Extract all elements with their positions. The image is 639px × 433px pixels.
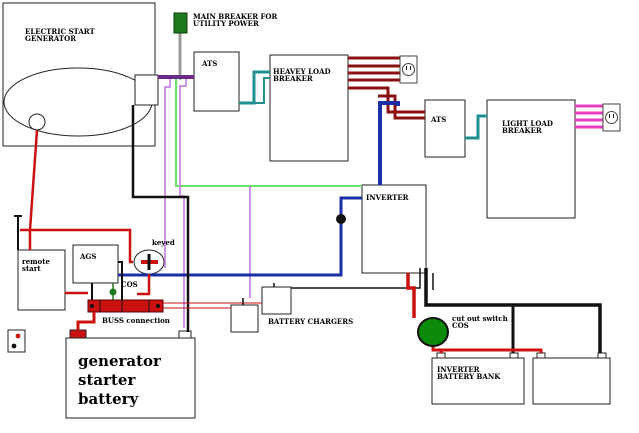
- violet-wire-3: [179, 77, 187, 328]
- outlet-face-icon: [605, 111, 618, 124]
- battery-charger-1: [230, 304, 259, 333]
- keyed-label: keyed: [152, 238, 175, 247]
- cos-label: COS: [121, 280, 138, 289]
- red-wire-gen-start: [28, 129, 39, 250]
- generator-housing: [2, 2, 156, 147]
- light-load-breaker-box: [486, 99, 576, 219]
- cut-out-switch-label: cut out switch COS: [452, 314, 508, 331]
- ats-1-box: [193, 51, 240, 112]
- battery-chargers-label: BATTERY CHARGERS: [268, 317, 354, 326]
- main-breaker-symbol: [173, 12, 188, 34]
- inverter-battery-1-box: [431, 357, 525, 405]
- blue-junction-dot: [336, 214, 346, 224]
- red-buss-to-battery: [76, 312, 96, 330]
- red-keyed-to-buss: [137, 274, 151, 296]
- generator-output-box: [134, 74, 159, 106]
- remote-start-box: [17, 249, 66, 311]
- starter-battery-positive-post: [69, 329, 87, 339]
- battery-post: [509, 352, 519, 359]
- buss-terminal: [90, 304, 94, 308]
- red-wire-cos-bank: [431, 343, 543, 353]
- terminal-positive-dot: [15, 333, 21, 339]
- black-wire-generator: [131, 105, 190, 332]
- ats-2-label: ATS: [431, 115, 447, 124]
- red-wire-inverter-cos: [406, 273, 416, 318]
- buss-connection-bar: [87, 299, 164, 313]
- inverter-battery-bank-label: INVERTER BATTERY BANK: [437, 365, 501, 382]
- terminal-negative-dot: [11, 343, 17, 349]
- ats-2-box: [424, 99, 466, 158]
- inverter-label: INVERTER: [366, 193, 409, 202]
- teal-wire-ats2-light: [465, 114, 487, 140]
- battery-charger-2: [261, 286, 292, 315]
- battery-post: [597, 352, 607, 359]
- generator-label: ELECTRIC START GENERATOR: [25, 27, 95, 44]
- heavy-load-breaker-label: HEAVEY LOAD BREAKER: [273, 67, 331, 84]
- terminal-legend-box: [7, 329, 26, 353]
- heavy-to-ats2-wire: [348, 86, 425, 114]
- outlet-face-icon: [402, 63, 415, 76]
- black-wire-inverter-left: [291, 268, 421, 289]
- cut-out-switch: [417, 317, 449, 347]
- heavy-load-breaker-box: [269, 54, 349, 162]
- battery-post: [536, 352, 546, 359]
- violet-wire-1: [164, 78, 171, 268]
- red-wire-remote-keyed: [20, 228, 133, 264]
- blue-wire-inverter-ats2: [378, 101, 400, 185]
- heavy-to-ats2-wire-2: [378, 94, 425, 120]
- generator-starter-battery-box: [65, 337, 196, 419]
- black-wire-ags: [118, 261, 123, 303]
- ags-label: AGS: [80, 252, 97, 261]
- light-load-breaker-label: LIGHT LOAD BREAKER: [502, 119, 553, 136]
- blue-wire-inverter-keyed: [118, 196, 362, 277]
- remote-start-label: remote start: [22, 257, 50, 274]
- ats-1-label: ATS: [202, 59, 218, 68]
- buss-connection-label: BUSS connection: [102, 316, 170, 325]
- teal-wire-ats1-heavy: [239, 70, 270, 105]
- generator-starter-battery-label: generator starter battery: [78, 352, 161, 408]
- starter-battery-negative-post: [178, 330, 192, 339]
- battery-post: [436, 352, 446, 359]
- teal-wire-ats1-heavy-2: [239, 77, 270, 104]
- main-breaker-label: MAIN BREAKER FOR UTILITY POWER: [193, 12, 278, 29]
- inverter-battery-2-box: [532, 357, 611, 405]
- inverter-box: [361, 184, 427, 274]
- buss-terminal: [156, 304, 160, 308]
- ags-box: [72, 244, 119, 284]
